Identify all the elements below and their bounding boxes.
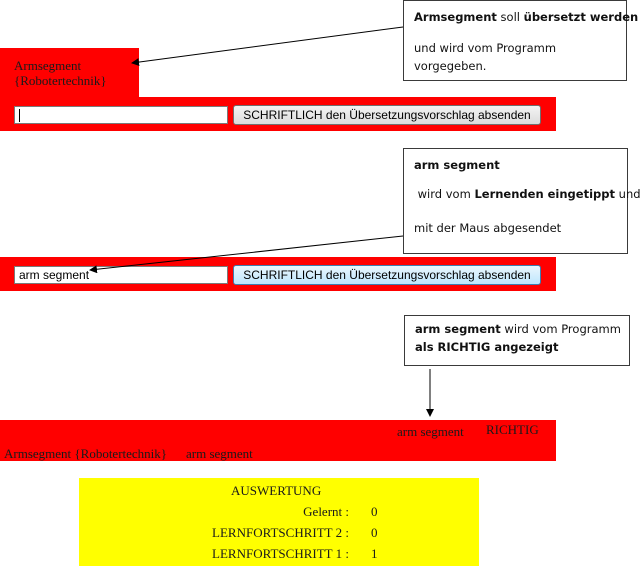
given-answer: arm segment bbox=[397, 424, 464, 439]
term-text: Armsegment bbox=[14, 58, 82, 73]
callout-step1-line3: vorgegeben. bbox=[414, 59, 487, 73]
submit-translation-button-step1[interactable]: SCHRIFTLICH den Übersetzungsvorschlag ab… bbox=[233, 105, 541, 125]
callout-step1-term: Armsegment bbox=[414, 10, 497, 24]
callout-step2-term: arm segment bbox=[414, 158, 500, 172]
callout-step3-text: wird vom Programm bbox=[500, 322, 621, 336]
summary-term: Armsegment {Robotertechnik} bbox=[4, 446, 168, 461]
callout-step2-text-b: und bbox=[615, 187, 640, 201]
callout-step2-line3: mit der Maus abgesendet bbox=[414, 221, 562, 235]
callout-step3-term: arm segment bbox=[415, 322, 501, 336]
term-label-panel bbox=[0, 48, 139, 98]
callout-step1-text: soll bbox=[496, 10, 524, 24]
callout-step2-text-a: wird vom bbox=[414, 187, 475, 201]
evaluation-value-learned: 0 bbox=[371, 504, 378, 519]
evaluation-title: AUSWERTUNG bbox=[231, 483, 322, 498]
evaluation-panel bbox=[79, 478, 479, 566]
arrow-step1 bbox=[131, 26, 404, 67]
callout-step3: arm segment wird vom Programm als RICHTI… bbox=[404, 315, 630, 366]
term-context: {Robotertechnik} bbox=[14, 73, 107, 88]
callout-step3-result: als RICHTIG angezeigt bbox=[415, 340, 559, 354]
result-bar bbox=[0, 420, 556, 461]
evaluation-label-progress-1: LERNFORTSCHRITT 1 : bbox=[212, 546, 349, 561]
text-cursor bbox=[19, 109, 20, 123]
result-status: RICHTIG bbox=[486, 422, 539, 437]
evaluation-label-progress-2: LERNFORTSCHRITT 2 : bbox=[212, 525, 349, 540]
callout-step2: arm segment wird vom Lernenden eingetipp… bbox=[403, 148, 640, 254]
evaluation-value-progress-2: 0 bbox=[371, 525, 378, 540]
callout-step2-learner: Lernenden eingetippt bbox=[474, 187, 615, 201]
callout-step1-line2: und wird vom Programm bbox=[414, 41, 557, 55]
callout-step1-action: übersetzt werden bbox=[523, 10, 639, 24]
evaluation-label-learned: Gelernt : bbox=[303, 504, 349, 519]
summary-answer: arm segment bbox=[186, 446, 253, 461]
callout-step1: Armsegment soll übersetzt werden und wir… bbox=[403, 0, 638, 81]
submit-translation-button-step2[interactable]: SCHRIFTLICH den Übersetzungsvorschlag ab… bbox=[233, 265, 541, 285]
evaluation-value-progress-1: 1 bbox=[371, 546, 378, 561]
translation-input-step1[interactable] bbox=[14, 106, 228, 124]
translation-input-step2[interactable]: arm segment bbox=[14, 266, 228, 284]
